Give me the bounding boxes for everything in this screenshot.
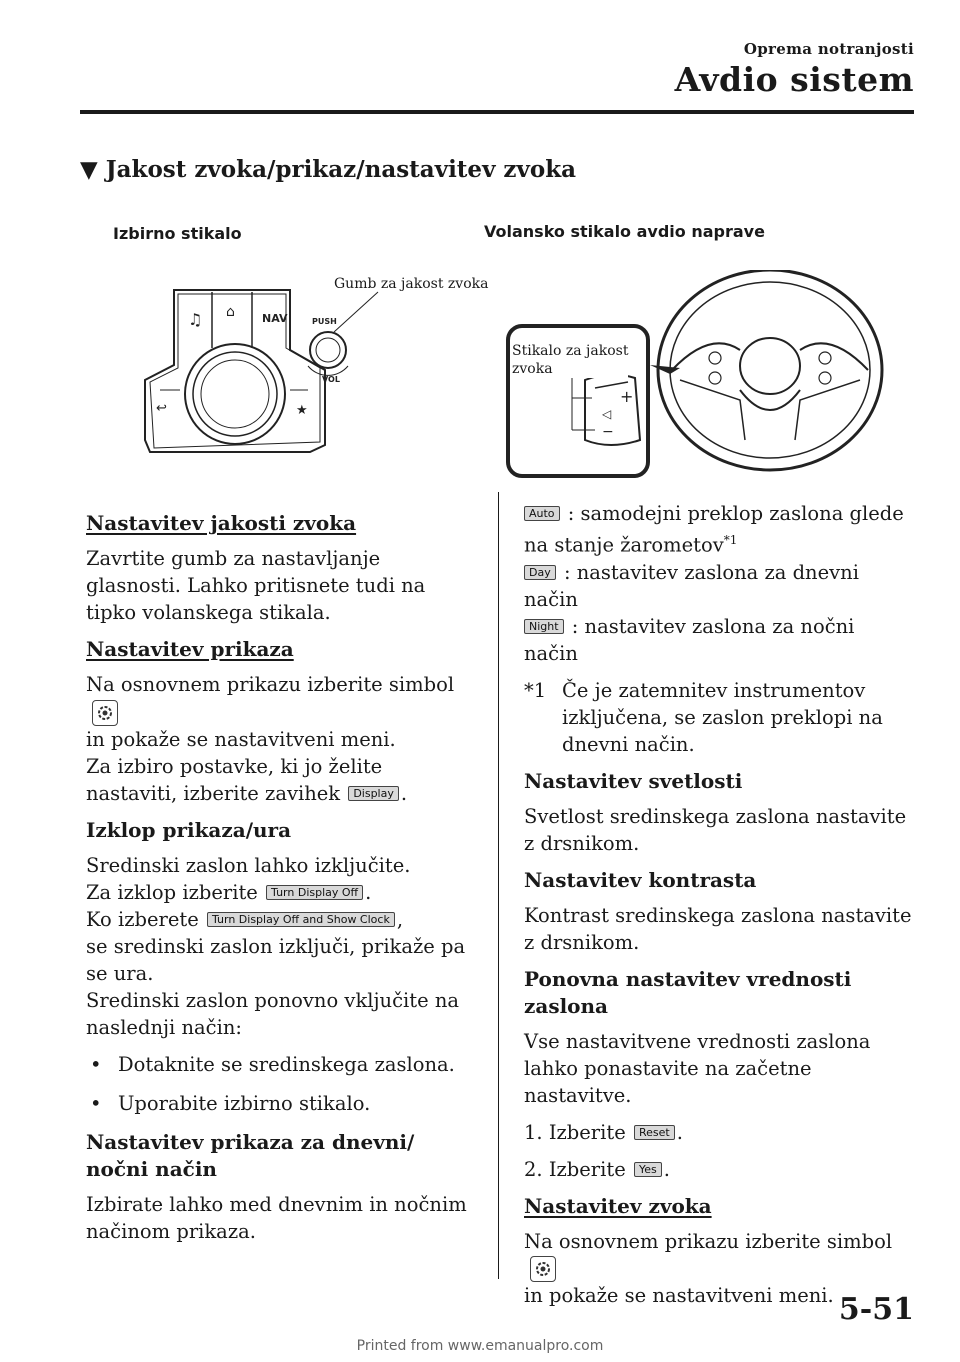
step-2: 2. Izberite Yes. [524, 1157, 670, 1181]
display-tab-button: Display [348, 785, 399, 801]
right-column: Auto : samodejni preklop zaslona glede n… [524, 500, 914, 1319]
text-display-b: in pokaže se nastavitveni meni. [86, 727, 396, 751]
text-display: Na osnovnem prikazu izberite simbol in p… [86, 673, 455, 805]
volume-knob-illustration [307, 331, 349, 376]
knob-callout-line [333, 291, 379, 333]
figure-label-left: Izbirno stikalo [113, 224, 242, 243]
settings-gear-icon [530, 1256, 556, 1282]
heading-volume: Nastavitev jakosti zvoka [86, 511, 357, 535]
nav-button-label: NAV [262, 312, 288, 325]
day-button: Day [524, 564, 556, 580]
heading-contrast: Nastavitev kontrasta [524, 867, 757, 892]
reset-button: Reset [633, 1124, 675, 1140]
footnote-mark: *1 [524, 678, 547, 702]
vol-label: VOL [322, 375, 340, 384]
text-contrast: Kontrast sredinskega zaslona nastavite z… [524, 903, 912, 954]
text-off-2: Za izklop izberite [86, 880, 258, 904]
heading-day-night: Nastavitev prikaza za dnevni/ nočni nači… [86, 1129, 478, 1183]
auto-footnote-mark: *1 [723, 533, 738, 547]
item-day: Day : nastavitev zaslona za dnevni način [524, 559, 914, 613]
turn-display-off-button: Turn Display Off [266, 884, 364, 900]
text-off-1: Sredinski zaslon lahko izključite. [86, 853, 411, 877]
text-brightness: Svetlost sredinskega zaslona nastavite z… [524, 804, 907, 855]
text-display-a: Na osnovnem prikazu izberite simbol [86, 673, 455, 696]
column-divider [498, 492, 499, 1279]
yes-button: Yes [633, 1161, 662, 1177]
music-note-icon: ♫ [188, 310, 202, 329]
step-2-text: Izberite [548, 1157, 626, 1181]
callout-volume-switch-line2: zvoka [512, 361, 553, 377]
text-auto: : samodejni preklop zaslona glede na sta… [524, 502, 904, 557]
text-display-c: Za izbiro postavke, ki jo želite nastavi… [86, 754, 383, 805]
back-icon: ↩ [156, 401, 167, 416]
heading-reset: Ponovna nastavitev vrednosti zaslona [524, 966, 852, 1018]
heading-brightness: Nastavitev svetlosti [524, 768, 743, 793]
callout-volume-switch: Stikalo za jakost zvoka [512, 342, 629, 378]
speaker-icon: ◁ [601, 407, 611, 421]
heading-day-night-2: nočni način [86, 1156, 217, 1181]
step-2-number: 2. [524, 1157, 543, 1181]
header-title: Avdio sistem [674, 60, 914, 99]
commander-switch-illustration [144, 289, 326, 453]
heading-sound: Nastavitev zvoka [524, 1193, 712, 1218]
push-label: PUSH [312, 317, 337, 326]
text-display-off: Sredinski zaslon lahko izključite. Za iz… [86, 853, 466, 1039]
text-night: : nastavitev zaslona za nočni način [524, 614, 855, 665]
bullet-touch-screen: Dotaknite se sredinskega zaslona. [86, 1051, 478, 1078]
item-night: Night : nastavitev zaslona za nočni nači… [524, 613, 914, 667]
text-off-4: se sredinski zaslon izključi, prikaže pa… [86, 934, 466, 985]
footnote: *1 Če je zatemnitev instrumentov izključ… [524, 677, 914, 758]
step-1-text: Izberite [548, 1120, 626, 1144]
home-icon: ⌂ [226, 304, 235, 320]
svg-text:+: + [620, 387, 633, 406]
item-auto: Auto : samodejni preklop zaslona glede n… [524, 500, 914, 559]
step-1: 1. Izberite Reset. [524, 1120, 683, 1144]
text-volume: Zavrtite gumb za nastavljanje glasnosti.… [86, 547, 426, 624]
heading-display-off: Izklop prikaza/ura [86, 817, 292, 842]
header-section: Oprema notranjosti [743, 40, 914, 58]
left-column: Nastavitev jakosti zvoka Zavrtite gumb z… [86, 500, 478, 1255]
bullet-commander-switch: Uporabite izbirno stikalo. [86, 1090, 478, 1117]
text-day: : nastavitev zaslona za dnevni način [524, 560, 859, 611]
step-1-number: 1. [524, 1120, 543, 1144]
header-rule [80, 110, 914, 114]
text-sound-b: in pokaže se nastavitveni meni. [524, 1284, 834, 1307]
night-button: Night [524, 618, 564, 634]
triangle-marker-icon: ▼ [80, 156, 98, 183]
callout-volume-knob: Gumb za jakost zvoka [334, 276, 489, 292]
footer-watermark: Printed from www.emanualpro.com [356, 1338, 604, 1354]
turn-display-off-show-clock-button: Turn Display Off and Show Clock [206, 911, 395, 927]
section-heading-text: Jakost zvoka/prikaz/nastavitev zvoka [105, 156, 577, 183]
text-off-3: Ko izberete [86, 907, 199, 931]
text-day-night: Izbirate lahko med dnevnim in nočnim nač… [86, 1192, 467, 1243]
figure-label-right: Volansko stikalo avdio naprave [484, 222, 765, 241]
callout-volume-switch-line1: Stikalo za jakost [512, 343, 629, 359]
text-sound: Na osnovnem prikazu izberite simbol in p… [524, 1228, 914, 1310]
section-heading: ▼ Jakost zvoka/prikaz/nastavitev zvoka [80, 156, 576, 183]
settings-gear-icon [92, 699, 118, 726]
steering-wheel-illustration [656, 270, 884, 472]
favorite-star-icon: ★ [296, 403, 308, 418]
text-reset: Vse nastavitvene vrednosti zaslona lahko… [524, 1029, 871, 1107]
auto-button: Auto [524, 506, 560, 521]
text-off-5: Sredinski zaslon ponovno vključite na na… [86, 988, 460, 1039]
text-sound-a: Na osnovnem prikazu izberite simbol [524, 1229, 893, 1253]
heading-day-night-1: Nastavitev prikaza za dnevni/ [86, 1129, 415, 1154]
page-number: 5-51 [838, 1292, 914, 1327]
heading-display: Nastavitev prikaza [86, 637, 294, 661]
footnote-text: Če je zatemnitev instrumentov izključena… [562, 678, 883, 756]
svg-text:−: − [602, 424, 614, 440]
